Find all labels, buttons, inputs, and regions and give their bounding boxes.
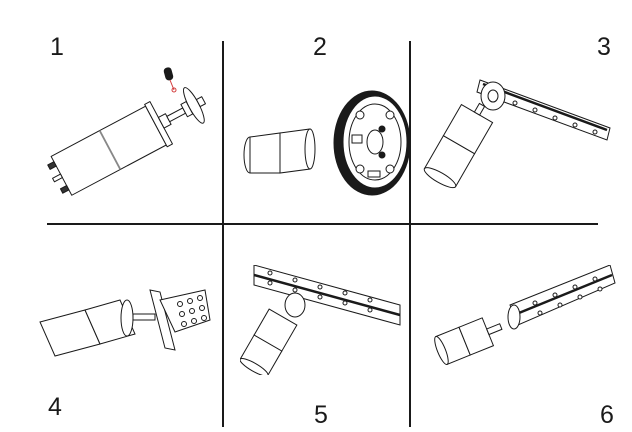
step-number-2: 2 (313, 33, 327, 61)
step-number-3: 3 (597, 33, 611, 61)
divider-vertical-left (222, 41, 224, 427)
step-2-illustration (243, 90, 410, 196)
step-4-illustration (39, 289, 211, 357)
divider-vertical-right (409, 41, 411, 427)
step-number-1: 1 (50, 33, 64, 61)
step-number-5: 5 (314, 401, 328, 429)
step-6-illustration (434, 265, 616, 365)
step-number-4: 4 (48, 393, 62, 421)
step-number-6: 6 (600, 401, 614, 429)
step-1-illustration (47, 67, 206, 196)
step-3-illustration (423, 79, 611, 189)
divider-horizontal (47, 223, 598, 225)
step-5-illustration (240, 265, 401, 375)
